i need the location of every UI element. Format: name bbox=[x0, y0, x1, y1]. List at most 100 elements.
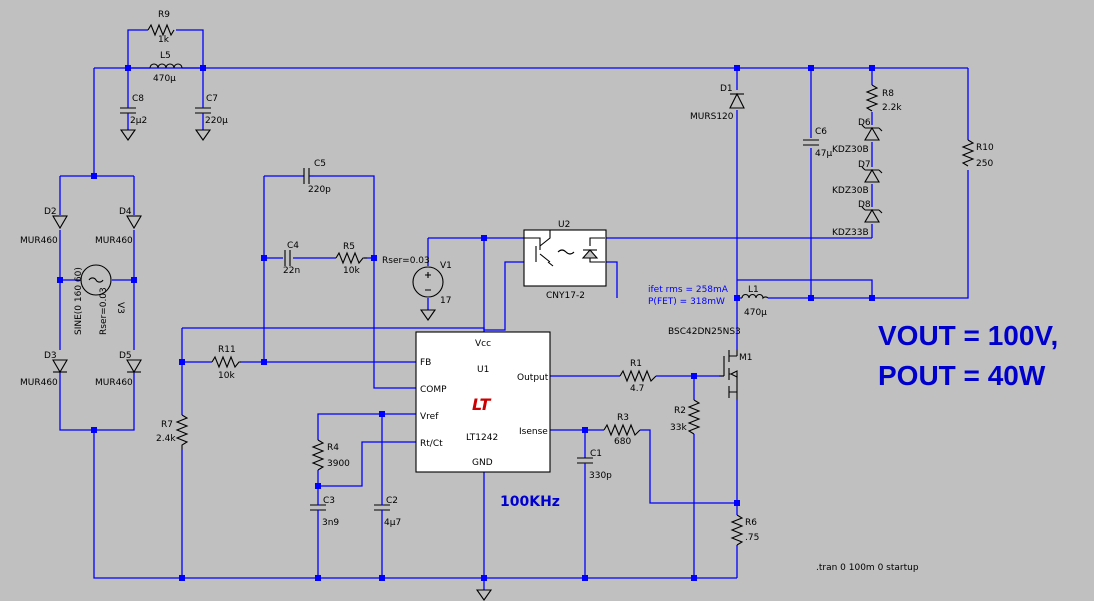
resistor-r9: R9 1k bbox=[147, 10, 175, 45]
svg-text:BSC42DN25NS3: BSC42DN25NS3 bbox=[668, 327, 741, 337]
svg-text:R7: R7 bbox=[161, 420, 173, 430]
svg-text:KDZ30B: KDZ30B bbox=[832, 186, 869, 196]
resistor-r10: R10 250 bbox=[961, 139, 994, 169]
svg-text:10k: 10k bbox=[218, 371, 235, 381]
resistor-r7: R7 2.4k bbox=[156, 414, 189, 450]
svg-text:R9: R9 bbox=[158, 10, 170, 20]
svg-text:V3: V3 bbox=[115, 302, 125, 314]
svg-text:D6: D6 bbox=[858, 118, 871, 128]
capacitor-c5: C5 220p bbox=[303, 159, 331, 195]
svg-text:3900: 3900 bbox=[327, 459, 350, 469]
svg-text:Output: Output bbox=[517, 373, 549, 383]
svg-text:10k: 10k bbox=[343, 266, 360, 276]
junctions bbox=[57, 65, 875, 581]
svg-text:VOUT = 100V,: VOUT = 100V, bbox=[878, 320, 1058, 351]
svg-text:C5: C5 bbox=[314, 159, 326, 169]
svg-text:2.4k: 2.4k bbox=[156, 434, 176, 444]
diode-d3: D3 MUR460 bbox=[20, 351, 68, 388]
annotations: ifet rms = 258mA P(FET) = 318mW 100KHz V… bbox=[500, 285, 1058, 573]
svg-text:D4: D4 bbox=[119, 207, 132, 217]
ic-u1: Vcc FB COMP Vref Rt/Ct Output Isense GND… bbox=[415, 331, 551, 473]
svg-text:33k: 33k bbox=[670, 423, 687, 433]
svg-text:Rser=0.03: Rser=0.03 bbox=[382, 256, 430, 266]
resistor-r6: R6 .75 bbox=[730, 514, 759, 546]
svg-text:R3: R3 bbox=[617, 413, 629, 423]
svg-text:ifet rms = 258mA: ifet rms = 258mA bbox=[648, 285, 729, 295]
svg-text:680: 680 bbox=[614, 437, 631, 447]
resistor-r8: R8 2.2k bbox=[865, 84, 902, 113]
svg-text:FB: FB bbox=[420, 358, 431, 368]
capacitor-c2: C2 4µ7 bbox=[374, 496, 401, 528]
inductor-l1: L1 470µ bbox=[741, 285, 769, 318]
svg-text:SINE(0 160 60): SINE(0 160 60) bbox=[74, 267, 84, 335]
svg-text:C7: C7 bbox=[206, 94, 218, 104]
svg-text:.75: .75 bbox=[745, 533, 759, 543]
ac-source-v3: SINE(0 160 60) Rser=0.03 V3 bbox=[74, 264, 125, 335]
svg-text:220p: 220p bbox=[308, 185, 331, 195]
svg-text:D2: D2 bbox=[44, 207, 57, 217]
svg-text:Vcc: Vcc bbox=[475, 339, 491, 349]
svg-text:Rt/Ct: Rt/Ct bbox=[420, 439, 443, 449]
optocoupler-u2: U2 CNY17-2 bbox=[523, 220, 607, 301]
dc-source-v1: Rser=0.03 V1 17 bbox=[382, 256, 452, 306]
svg-text:U2: U2 bbox=[558, 220, 570, 230]
capacitor-c3: C3 3n9 bbox=[310, 496, 339, 528]
svg-text:2µ2: 2µ2 bbox=[130, 116, 147, 126]
resistor-r1: R1 4.7 bbox=[619, 359, 657, 394]
svg-text:R2: R2 bbox=[674, 406, 686, 416]
resistor-r4: R4 3900 bbox=[311, 439, 350, 471]
resistor-r2: R2 33k bbox=[670, 399, 701, 435]
svg-text:LT: LT bbox=[472, 395, 492, 414]
svg-text:D8: D8 bbox=[858, 200, 871, 210]
svg-text:R1: R1 bbox=[630, 359, 642, 369]
svg-text:LT1242: LT1242 bbox=[466, 433, 498, 443]
mosfet-m1: BSC42DN25NS3 M1 bbox=[668, 327, 753, 400]
inductor-l5: L5 470µ bbox=[128, 51, 203, 84]
svg-text:R5: R5 bbox=[343, 242, 355, 252]
svg-text:R4: R4 bbox=[327, 443, 339, 453]
resistor-r3: R3 680 bbox=[603, 413, 641, 447]
svg-text:Rser=0.03: Rser=0.03 bbox=[99, 287, 109, 335]
diode-d4: D4 MUR460 bbox=[95, 207, 142, 246]
resistor-r5: R5 10k bbox=[335, 242, 367, 276]
resistor-r11: R11 10k bbox=[211, 345, 241, 381]
svg-text:R8: R8 bbox=[882, 89, 894, 99]
svg-text:KDZ30B: KDZ30B bbox=[832, 145, 869, 155]
svg-text:C3: C3 bbox=[323, 496, 335, 506]
svg-text:MUR460: MUR460 bbox=[95, 236, 133, 246]
svg-text:.tran 0 100m 0 startup: .tran 0 100m 0 startup bbox=[816, 563, 919, 573]
zener-d7: D7 KDZ30B bbox=[832, 160, 883, 196]
svg-text:V1: V1 bbox=[440, 261, 452, 271]
svg-text:KDZ33B: KDZ33B bbox=[832, 228, 869, 238]
capacitor-c6: C6 47µ bbox=[803, 127, 832, 159]
capacitor-c8: C8 2µ2 bbox=[120, 94, 147, 126]
svg-text:D5: D5 bbox=[119, 351, 132, 361]
svg-text:4µ7: 4µ7 bbox=[384, 518, 401, 528]
zener-d8: D8 KDZ33B bbox=[832, 200, 883, 238]
svg-text:470µ: 470µ bbox=[744, 308, 767, 318]
svg-text:3n9: 3n9 bbox=[322, 518, 339, 528]
svg-text:P(FET) = 318mW: P(FET) = 318mW bbox=[648, 297, 725, 307]
svg-text:Isense: Isense bbox=[519, 427, 548, 437]
svg-text:250: 250 bbox=[976, 159, 993, 169]
svg-text:Vref: Vref bbox=[420, 412, 439, 422]
svg-text:220µ: 220µ bbox=[205, 116, 228, 126]
capacitor-c1: C1 330p bbox=[577, 449, 612, 481]
svg-text:U1: U1 bbox=[477, 365, 489, 375]
ground-symbols bbox=[119, 129, 493, 601]
svg-text:CNY17-2: CNY17-2 bbox=[546, 291, 585, 301]
diode-d2: D2 MUR460 bbox=[20, 207, 68, 246]
svg-text:470µ: 470µ bbox=[153, 74, 176, 84]
svg-text:MURS120: MURS120 bbox=[690, 112, 734, 122]
svg-text:MUR460: MUR460 bbox=[20, 236, 58, 246]
svg-text:MUR460: MUR460 bbox=[20, 378, 58, 388]
svg-text:22n: 22n bbox=[283, 266, 300, 276]
svg-text:C1: C1 bbox=[590, 449, 602, 459]
svg-text:D3: D3 bbox=[44, 351, 57, 361]
svg-text:L1: L1 bbox=[748, 285, 759, 295]
svg-text:100KHz: 100KHz bbox=[500, 494, 560, 510]
zener-d6: D6 KDZ30B bbox=[832, 118, 883, 155]
svg-text:MUR460: MUR460 bbox=[95, 378, 133, 388]
